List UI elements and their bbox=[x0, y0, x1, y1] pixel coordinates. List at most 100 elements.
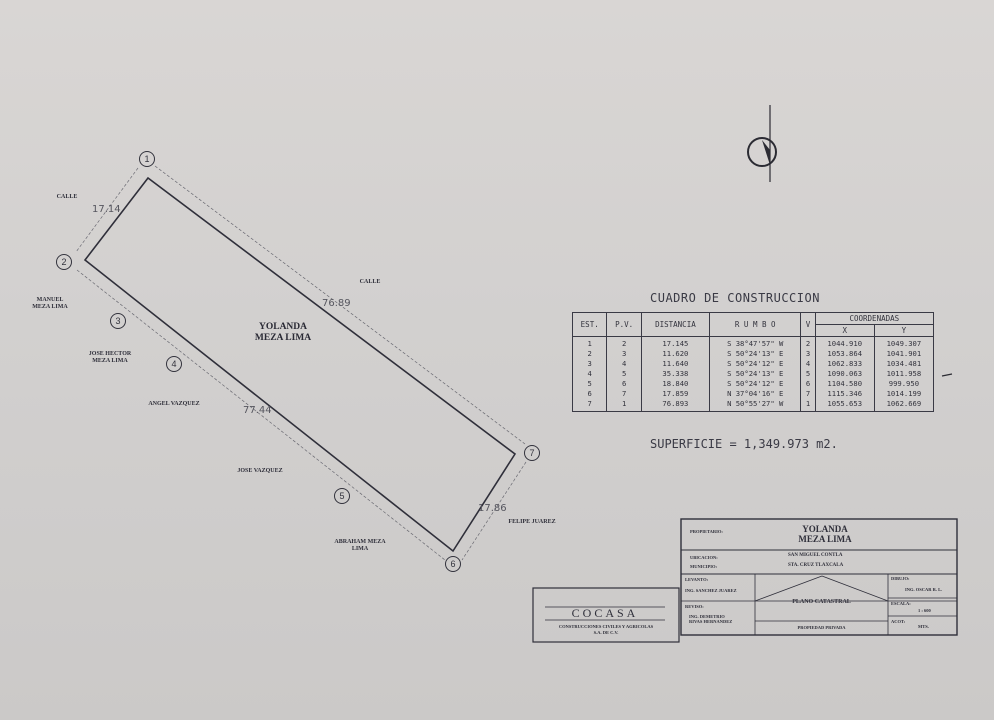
tb-propietario-label: PROPIETARIO: bbox=[690, 529, 723, 534]
tb-municipio-label: MUNICIPIO: bbox=[690, 564, 717, 569]
cell-y: 1014.199 bbox=[873, 389, 935, 399]
lot-boundary bbox=[83, 176, 517, 553]
label-jose-hector-1: JOSE HECTOR bbox=[88, 351, 132, 357]
tb-reviso-1: ING. DEMETRIO bbox=[689, 614, 725, 619]
vertex-3: 3 bbox=[110, 313, 126, 329]
label-felipe: FELIPE JUAREZ bbox=[508, 519, 556, 525]
cell-pv: 4 bbox=[606, 359, 642, 369]
tb-dibujo-label: DIBUJO: bbox=[891, 576, 910, 581]
cell-y: 1011.958 bbox=[873, 369, 935, 379]
tb-acot-label: ACOT: bbox=[891, 619, 906, 624]
cell-v: 7 bbox=[800, 389, 816, 399]
vertex-7: 7 bbox=[524, 445, 540, 461]
vertex-2: 2 bbox=[56, 254, 72, 270]
label-jose-vazquez: JOSE VAZQUEZ bbox=[237, 468, 283, 474]
tb-reviso-2: RIVAS HERNANDEZ bbox=[689, 619, 733, 624]
tb-ubicacion: SAN MIGUEL CONTLA bbox=[788, 553, 843, 558]
tb-acot: MTS. bbox=[918, 624, 929, 629]
cell-v: 1 bbox=[800, 399, 816, 412]
tb-propietario-2: MEZA LIMA bbox=[798, 534, 852, 544]
cell-pv: 2 bbox=[606, 336, 642, 349]
tb-reviso: ING. DEMETRIO RIVAS HERNANDEZ bbox=[689, 614, 732, 624]
north-arrow-icon bbox=[747, 105, 777, 182]
label-manuel-1: MANUEL bbox=[36, 297, 64, 303]
cell-pv: 6 bbox=[606, 379, 642, 389]
vertex-5: 5 bbox=[334, 488, 350, 504]
dim-1-2: 17.14 bbox=[92, 204, 121, 215]
tb-municipio: STA. CRUZ TLAXCALA bbox=[788, 563, 844, 568]
tb-ubicacion-label: UBICACION: bbox=[690, 555, 718, 560]
vertex-6: 6 bbox=[445, 556, 461, 572]
superficie: SUPERFICIE = 1,349.973 m2. bbox=[650, 437, 838, 451]
offset-line-right bbox=[154, 165, 526, 445]
label-calle-right: CALLE bbox=[359, 279, 381, 285]
table-title: CUADRO DE CONSTRUCCION bbox=[650, 291, 820, 305]
cell-y: 1041.901 bbox=[873, 349, 935, 359]
label-manuel-2: MEZA LIMA bbox=[32, 304, 68, 310]
th-est: EST. bbox=[571, 312, 608, 337]
tb-escala-label: ESCALA: bbox=[891, 601, 911, 606]
construction-table: EST. P.V. DISTANCIA R U M B O V COORDENA… bbox=[571, 312, 935, 412]
tb-propietario: YOLANDA MEZA LIMA bbox=[770, 524, 880, 544]
mark-icon bbox=[941, 373, 953, 377]
cell-pv: 7 bbox=[606, 389, 642, 399]
company-name-2: S.A. DE C.V. bbox=[593, 630, 619, 635]
label-angel: ANGEL VAZQUEZ bbox=[148, 401, 200, 407]
tb-levanto-label: LEVANTO: bbox=[685, 577, 709, 582]
tb-plano: PLANO CATASTRAL bbox=[792, 599, 851, 605]
cell-y: 1062.669 bbox=[873, 399, 935, 412]
vertex-4: 4 bbox=[166, 356, 182, 372]
th-rumbo: R U M B O bbox=[708, 312, 802, 337]
tb-propiedad: PROPIEDAD PRIVADA bbox=[797, 625, 846, 630]
company-name-1: CONSTRUCCIONES CIVILES Y AGRICOLAS bbox=[558, 624, 654, 629]
th-v: V bbox=[800, 312, 816, 337]
cell-v: 6 bbox=[800, 379, 816, 389]
cell-v: 2 bbox=[800, 336, 816, 349]
company-name: CONSTRUCCIONES CIVILES Y AGRICOLAS S.A. … bbox=[537, 624, 675, 636]
tb-escala: 1 : 600 bbox=[918, 608, 931, 613]
company-logo: COCASA bbox=[571, 606, 639, 620]
cell-v: 5 bbox=[800, 369, 816, 379]
offset-line-bottom bbox=[76, 269, 446, 561]
label-jose-hector: JOSE HECTOR MEZA LIMA bbox=[80, 351, 140, 365]
cell-y: 999.950 bbox=[873, 379, 935, 389]
tb-dibujo: ING. OSCAR R. L. bbox=[905, 587, 943, 592]
label-calle-top: CALLE bbox=[56, 194, 78, 200]
cell-v: 4 bbox=[800, 359, 816, 369]
label-abraham: ABRAHAM MEZA LIMA bbox=[322, 539, 398, 553]
lot-owner: YOLANDA MEZA LIMA bbox=[228, 322, 338, 344]
cell-v: 3 bbox=[800, 349, 816, 359]
owner-line2: MEZA LIMA bbox=[254, 333, 312, 343]
label-manuel: MANUEL MEZA LIMA bbox=[20, 297, 80, 311]
cell-pv: 5 bbox=[606, 369, 642, 379]
offset-line-top bbox=[75, 167, 139, 253]
vertex-1: 1 bbox=[139, 151, 155, 167]
tb-propietario-1: YOLANDA bbox=[802, 524, 848, 534]
dim-2-6: 77.44 bbox=[243, 405, 272, 416]
th-pv: P.V. bbox=[606, 312, 642, 337]
label-jose-hector-2: MEZA LIMA bbox=[92, 358, 128, 364]
cell-pv: 3 bbox=[606, 349, 642, 359]
tb-reviso-label: REVISO: bbox=[685, 604, 704, 609]
label-abraham-2: LIMA bbox=[351, 546, 369, 552]
dim-1-7: 76.89 bbox=[322, 298, 351, 309]
th-dist: DISTANCIA bbox=[640, 312, 710, 337]
cell-pv: 1 bbox=[606, 399, 642, 412]
tb-levanto: ING. SANCHEZ JUAREZ bbox=[685, 588, 737, 593]
th-y: Y bbox=[873, 324, 935, 337]
owner-line1: YOLANDA bbox=[258, 322, 308, 332]
offset-line-end bbox=[461, 461, 527, 561]
dim-6-7: 17.86 bbox=[478, 503, 507, 514]
cell-y: 1034.481 bbox=[873, 359, 935, 369]
label-abraham-1: ABRAHAM MEZA bbox=[334, 539, 386, 545]
cell-y: 1049.307 bbox=[873, 336, 935, 349]
